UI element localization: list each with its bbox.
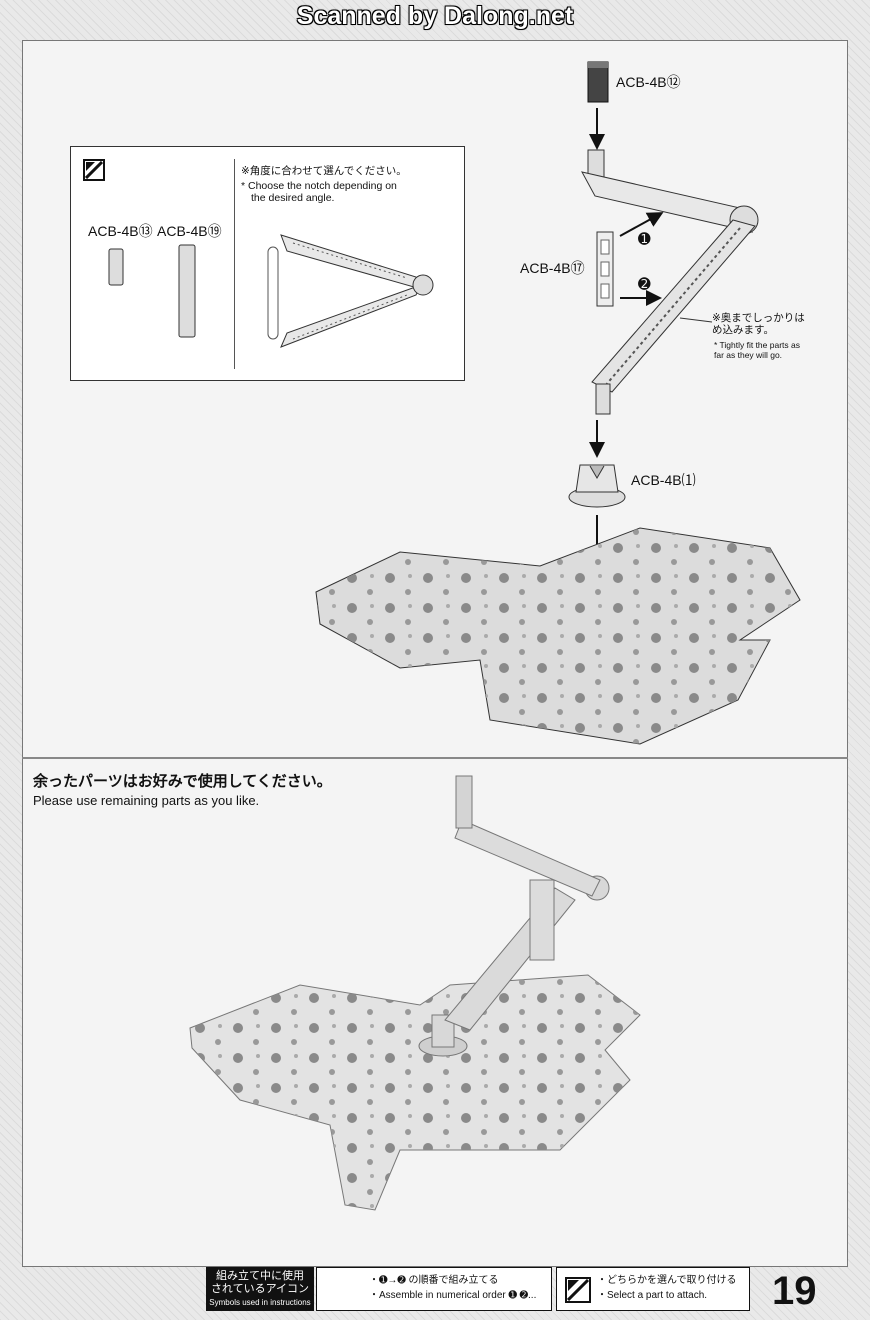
- legend-order-box: ・➊→➋ の順番で組み立てる ・Assemble in numerical or…: [316, 1267, 552, 1311]
- fit-note-jp: ※奥までしっかりはめ込みます。: [712, 312, 805, 336]
- fit-note-en: * Tightly fit the parts as far as they w…: [714, 340, 800, 360]
- select-part-icon: [565, 1277, 591, 1303]
- legend-select-en: ・Select a part to attach.: [597, 1290, 708, 1301]
- label-part-12: ACB-4B⑫: [616, 74, 681, 90]
- bottom-heading-en: Please use remaining parts as you like.: [33, 793, 260, 808]
- base-joint: [568, 464, 626, 508]
- legend-title-en: Symbols used in instructions: [209, 1298, 311, 1307]
- stand-arm: [581, 149, 759, 415]
- inset-note-jp: ※角度に合わせて選んでください。: [241, 165, 407, 177]
- panel-divider: [22, 757, 848, 759]
- legend-order-jp: ・➊→➋ の順番で組み立てる: [369, 1275, 499, 1286]
- label-part-21: ACB-4B⑴: [631, 472, 696, 488]
- legend-title: 組み立て中に使用 されているアイコン Symbols used in instr…: [206, 1267, 314, 1311]
- symbol-legend: 組み立て中に使用 されているアイコン Symbols used in instr…: [206, 1267, 750, 1311]
- label-part-19: ACB-4B⑲: [157, 223, 222, 239]
- arrow-step-1: ➊: [638, 231, 651, 248]
- assembled-stand: [189, 775, 641, 1211]
- inset-note-en-1: * Choose the notch depending on: [241, 180, 397, 192]
- bottom-heading-jp: 余ったパーツはお好みで使用してください。: [33, 773, 332, 790]
- scan-watermark: Scanned by Dalong.net: [296, 2, 574, 30]
- inset-note-en-2: the desired angle.: [251, 192, 335, 204]
- part-12-block: [587, 61, 609, 103]
- hex-base-plate: [315, 527, 801, 745]
- inset-divider: [234, 159, 235, 369]
- legend-select-box: ・どちらかを選んで取り付ける ・Select a part to attach.: [556, 1267, 750, 1311]
- legend-title-jp-1: 組み立て中に使用: [216, 1270, 304, 1282]
- angle-choice-inset: ※角度に合わせて選んでください。 * Choose the notch depe…: [70, 146, 465, 381]
- label-part-17: ACB-4B⑰: [520, 260, 585, 276]
- legend-select-jp: ・どちらかを選んで取り付ける: [597, 1275, 737, 1286]
- select-part-icon: [83, 159, 105, 181]
- arrow-step-2: ➋: [638, 276, 651, 293]
- label-part-13: ACB-4B⑬: [88, 223, 153, 239]
- legend-order-en: ・Assemble in numerical order ➊ ➋...: [369, 1290, 537, 1301]
- page-number: 19: [772, 1269, 817, 1313]
- inset-illustration: [108, 234, 434, 348]
- legend-title-jp-2: されているアイコン: [210, 1283, 310, 1295]
